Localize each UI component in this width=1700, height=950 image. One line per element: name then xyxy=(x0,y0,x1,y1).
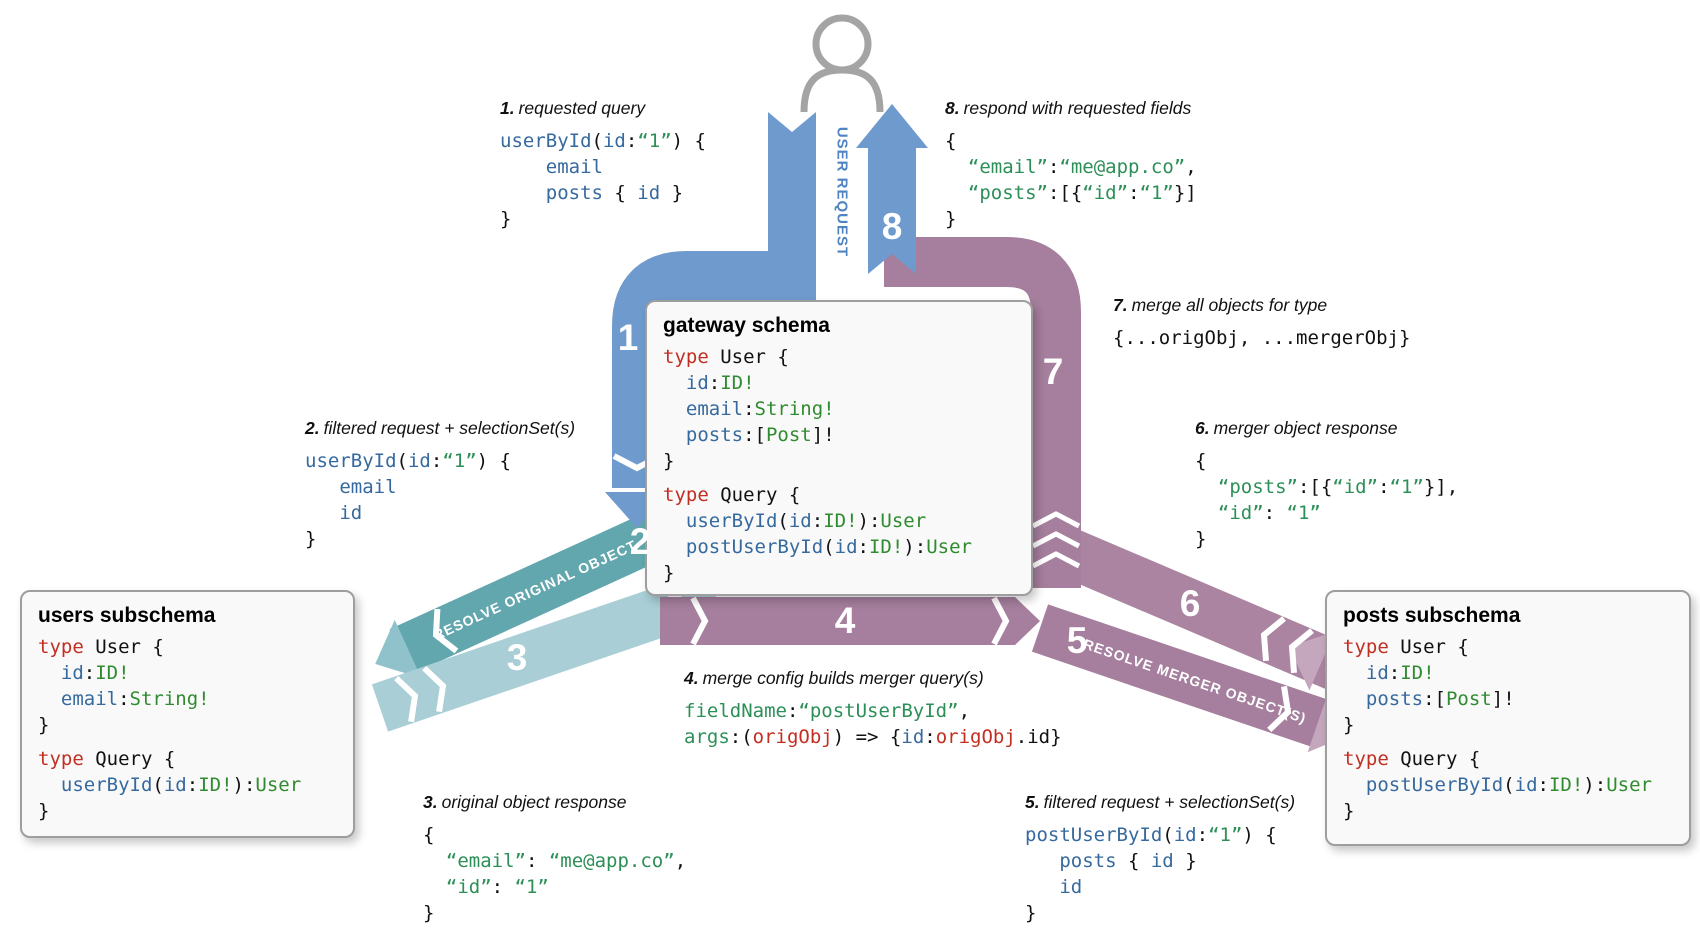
annotation-4-title: merge config builds merger query(s) xyxy=(702,668,984,688)
annotation-1-code: userById(id:“1”) { email posts { id }} xyxy=(500,130,706,230)
annotation-6-code: { “posts”:[{“id”:“1”}], “id”: “1”} xyxy=(1195,450,1459,550)
gateway-schema-code: type User { id:ID! email:String! posts:[… xyxy=(663,346,972,584)
step-number-2: 2 xyxy=(629,521,651,562)
merge-config-arrow xyxy=(660,596,1040,646)
annotation-8-code: { “email”:“me@app.co”, “posts”:[{“id”:“1… xyxy=(945,130,1197,230)
annotation-2-title: filtered request + selectionSet(s) xyxy=(323,418,576,438)
step-number-3: 3 xyxy=(506,637,528,678)
user-response-arrow xyxy=(856,104,928,274)
gateway-schema-title: gateway schema xyxy=(663,314,830,337)
annotation-5-number: 5. xyxy=(1025,792,1040,812)
annotation-3-title: original object response xyxy=(441,792,627,812)
annotation-1-number: 1. xyxy=(500,98,515,118)
step-number-6: 6 xyxy=(1179,583,1201,624)
annotation-6-title: merger object response xyxy=(1213,418,1398,438)
annotation-original-object-response: 3.original object response { “email”: “m… xyxy=(423,792,686,926)
posts-subschema-title: posts subschema xyxy=(1343,604,1521,627)
gateway-schema-box: gateway schema type User { id:ID! email:… xyxy=(645,300,1033,596)
annotation-merger-object-response: 6.merger object response { “posts”:[{“id… xyxy=(1195,418,1458,552)
posts-subschema-code: type User { id:ID! posts:[Post]!}type Qu… xyxy=(1343,636,1652,822)
step-number-4: 4 xyxy=(834,600,856,641)
annotation-3-code: { “email”: “me@app.co”, “id”: “1”} xyxy=(423,824,687,924)
annotation-3-number: 3. xyxy=(423,792,438,812)
annotation-5-header: 5.filtered request + selectionSet(s) xyxy=(1025,792,1295,813)
annotation-1-header: 1.requested query xyxy=(500,98,706,119)
annotation-4-number: 4. xyxy=(684,668,699,688)
merger-object-response-arrow xyxy=(1060,529,1350,692)
annotation-2-number: 2. xyxy=(305,418,320,438)
annotation-2-header: 2.filtered request + selectionSet(s) xyxy=(305,418,575,439)
users-subschema-box: users subschema type User { id:ID! email… xyxy=(20,590,355,838)
step-number-8: 8 xyxy=(881,206,903,247)
user-icon xyxy=(800,14,884,113)
annotation-5-code: postUserById(id:“1”) { posts { id } id} xyxy=(1025,824,1277,924)
annotation-5-title: filtered request + selectionSet(s) xyxy=(1043,792,1296,812)
step-number-5: 5 xyxy=(1066,620,1088,661)
posts-subschema-box: posts subschema type User { id:ID! posts… xyxy=(1325,590,1691,846)
annotation-8-header: 8.respond with requested fields xyxy=(945,98,1197,119)
annotation-filtered-request-original: 2.filtered request + selectionSet(s) use… xyxy=(305,418,575,552)
annotation-6-number: 6. xyxy=(1195,418,1210,438)
annotation-merge-all-objects: 7.merge all objects for type {...origObj… xyxy=(1113,295,1410,351)
step-number-1: 1 xyxy=(617,317,639,358)
user-request-lane-label: USER REQUEST xyxy=(833,126,851,258)
annotation-requested-query: 1.requested query userById(id:“1”) { ema… xyxy=(500,98,706,232)
annotation-filtered-request-merger: 5.filtered request + selectionSet(s) pos… xyxy=(1025,792,1295,926)
users-subschema-title: users subschema xyxy=(38,604,216,627)
annotation-7-header: 7.merge all objects for type xyxy=(1113,295,1410,316)
annotation-7-number: 7. xyxy=(1113,295,1128,315)
merge-return-arrow xyxy=(884,237,1081,588)
annotation-7-title: merge all objects for type xyxy=(1131,295,1328,315)
annotation-respond-with-fields: 8.respond with requested fields { “email… xyxy=(945,98,1197,232)
users-subschema-code: type User { id:ID! email:String!}type Qu… xyxy=(38,636,302,822)
annotation-merge-config: 4.merge config builds merger query(s) fi… xyxy=(684,668,1062,750)
annotation-8-title: respond with requested fields xyxy=(963,98,1192,118)
annotation-1-title: requested query xyxy=(518,98,646,118)
annotation-4-header: 4.merge config builds merger query(s) xyxy=(684,668,1062,689)
annotation-2-code: userById(id:“1”) { email id} xyxy=(305,450,511,550)
annotation-3-header: 3.original object response xyxy=(423,792,686,813)
annotation-7-code: {...origObj, ...mergerObj} xyxy=(1113,327,1411,349)
annotation-4-code: fieldName:“postUserById”,args:(origObj) … xyxy=(684,700,1062,748)
annotation-6-header: 6.merger object response xyxy=(1195,418,1458,439)
annotation-8-number: 8. xyxy=(945,98,960,118)
step-number-7: 7 xyxy=(1042,351,1064,392)
